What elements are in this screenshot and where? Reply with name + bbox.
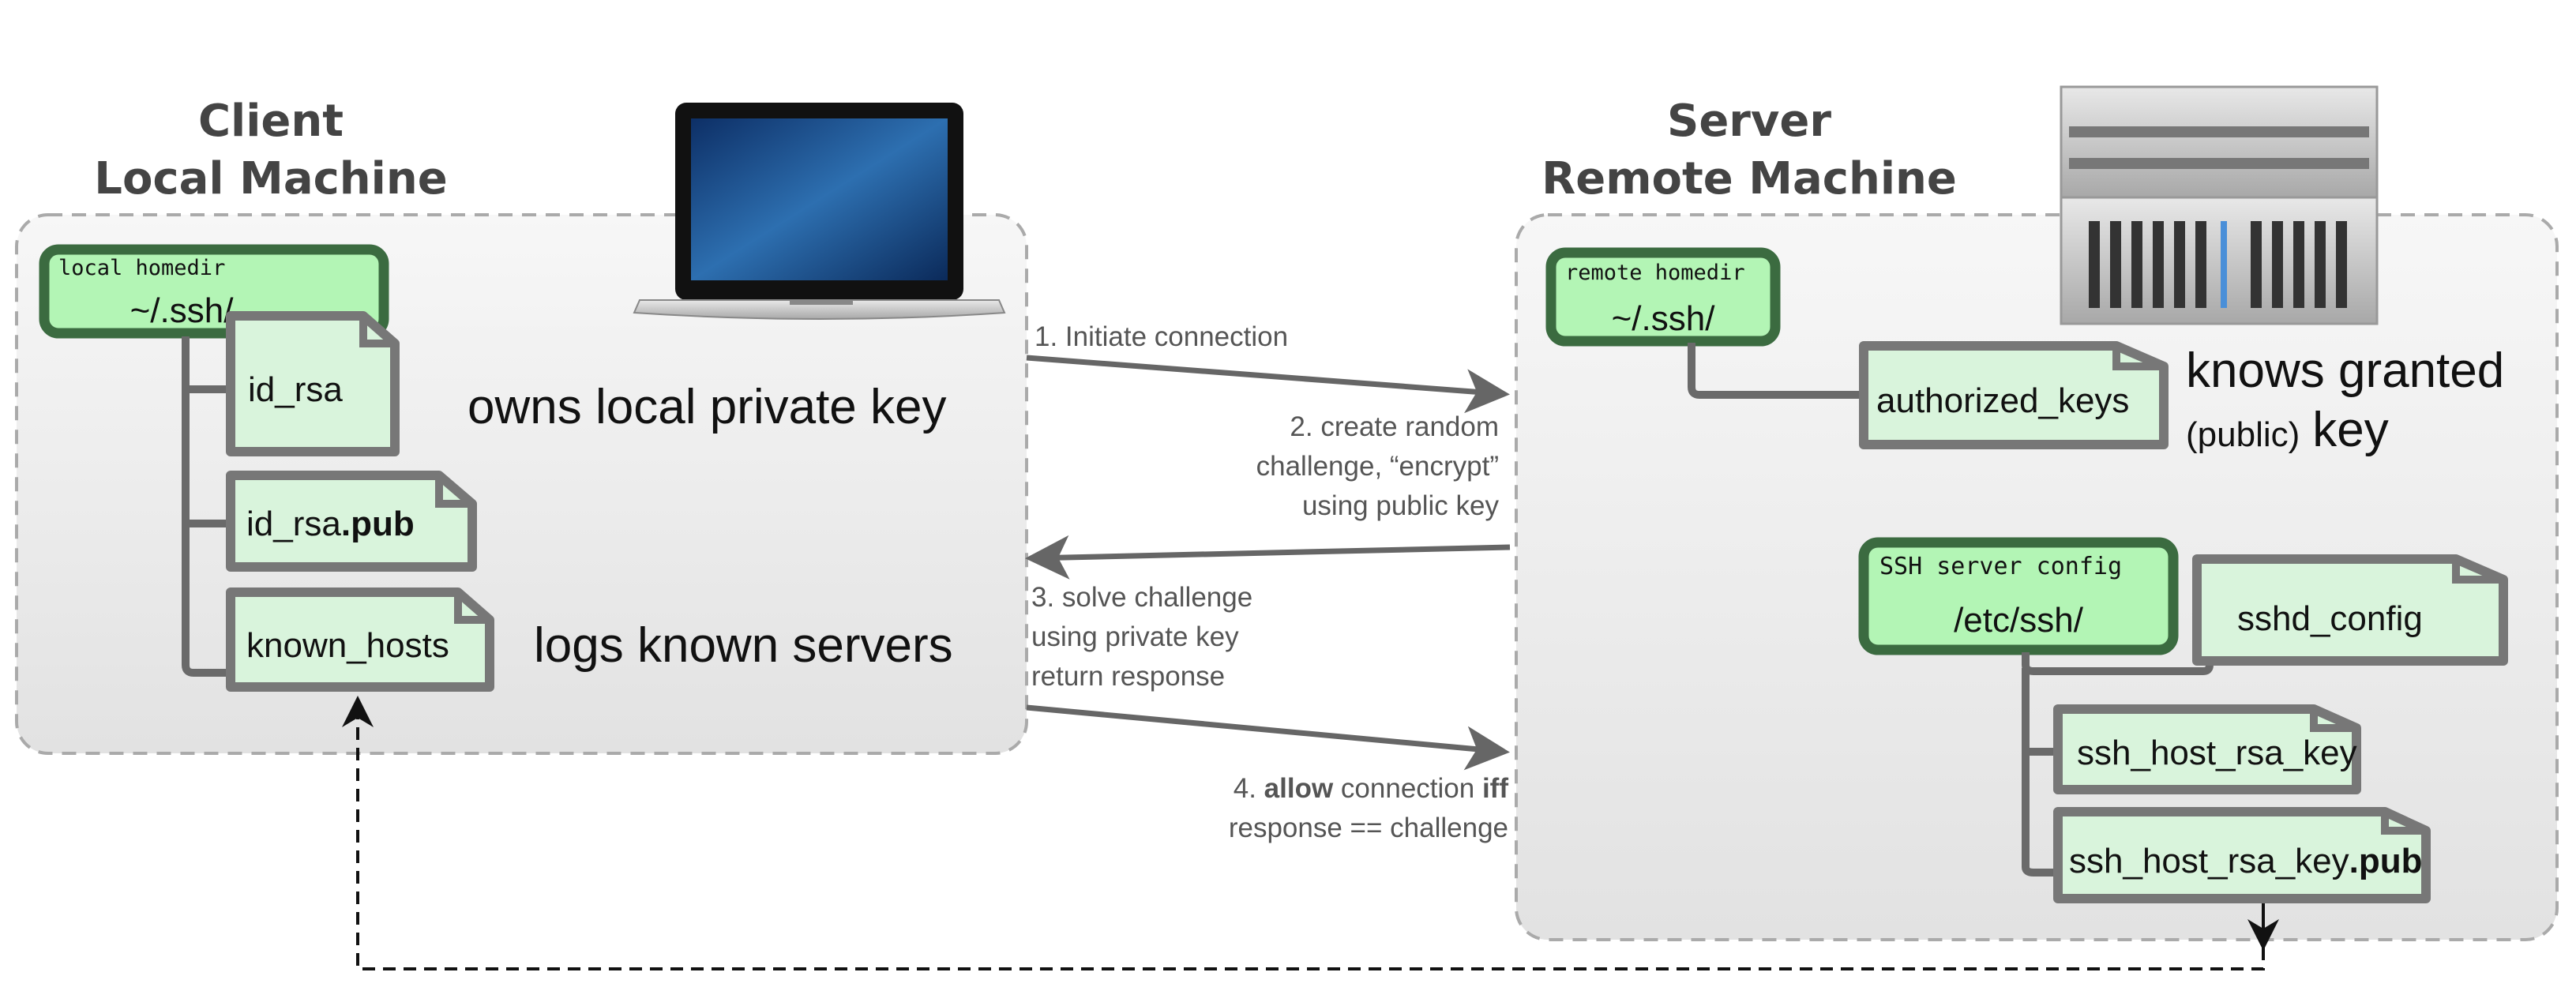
ssh-config-dir: SSH server config /etc/ssh/ [1858, 537, 2179, 655]
step-2-line-1: 2. create random [1290, 411, 1499, 442]
ssh-config-label: SSH server config [1879, 553, 2122, 580]
file-id-rsa-pub: id_rsa.pub [226, 471, 477, 572]
file-id-rsa: id_rsa [226, 311, 400, 456]
step-4-line-2: response == challenge [1229, 813, 1508, 843]
arrow-step-2 [1025, 535, 1511, 580]
file-sshd-config: sshd_config [2192, 554, 2508, 666]
file-ssh-host-rsa-key: ssh_host_rsa_key [2053, 704, 2361, 794]
step-4-line-1: 4. allow connection iff [1234, 773, 1509, 804]
laptop-icon [633, 103, 1006, 320]
arrow-step-3 [1026, 704, 1510, 771]
local-homedir-label: local homedir [58, 256, 225, 280]
note-private-key: owns local private key [468, 380, 947, 434]
note-granted-line2: (public)key [2186, 403, 2389, 457]
host-key-dashed-path [342, 696, 2265, 970]
remote-homedir-label: remote homedir [1565, 261, 1745, 285]
remote-homedir: remote homedir ~/.ssh/ [1545, 247, 1781, 347]
file-known-hosts: known_hosts [226, 587, 494, 692]
svg-text:id_rsa: id_rsa [248, 370, 343, 409]
step-3-line-3: return response [1031, 661, 1225, 692]
client-subtitle: Local Machine [94, 153, 447, 205]
svg-text:known_hosts: known_hosts [246, 626, 449, 665]
ssh-config-path: /etc/ssh/ [1954, 601, 2084, 640]
client-title: Client [198, 96, 344, 147]
file-authorized-keys: authorized_keys [1859, 341, 2169, 449]
local-homedir-path: ~/.ssh/ [130, 291, 235, 330]
svg-text:sshd_config: sshd_config [2237, 599, 2423, 638]
server-panel: Server Remote Machine remote homedir ~/.… [1515, 85, 2559, 941]
step-2-line-2: challenge, “encrypt” [1256, 451, 1499, 482]
remote-homedir-path: ~/.ssh/ [1612, 299, 1716, 338]
step-1-label: 1. Initiate connection [1035, 321, 1288, 352]
server-rack-icon [2060, 85, 2379, 325]
note-granted-line1: knows granted [2186, 343, 2504, 398]
step-3-line-2: using private key [1031, 621, 1239, 652]
server-subtitle: Remote Machine [1541, 153, 1957, 205]
file-ssh-host-rsa-key-pub: ssh_host_rsa_key.pub [2053, 807, 2431, 903]
svg-text:authorized_keys: authorized_keys [1876, 381, 2129, 420]
note-known-servers: logs known servers [534, 618, 953, 673]
arrow-step-1 [1026, 355, 1510, 414]
svg-text:ssh_host_rsa_key.pub: ssh_host_rsa_key.pub [2069, 842, 2423, 880]
svg-text:ssh_host_rsa_key: ssh_host_rsa_key [2077, 734, 2357, 772]
server-title: Server [1667, 96, 1831, 147]
step-2-line-3: using public key [1302, 490, 1500, 521]
client-panel: Client Local Machine local homedir ~/.ss… [15, 96, 1028, 755]
svg-text:id_rsa.pub: id_rsa.pub [246, 505, 415, 543]
step-3-line-1: 3. solve challenge [1031, 582, 1252, 613]
